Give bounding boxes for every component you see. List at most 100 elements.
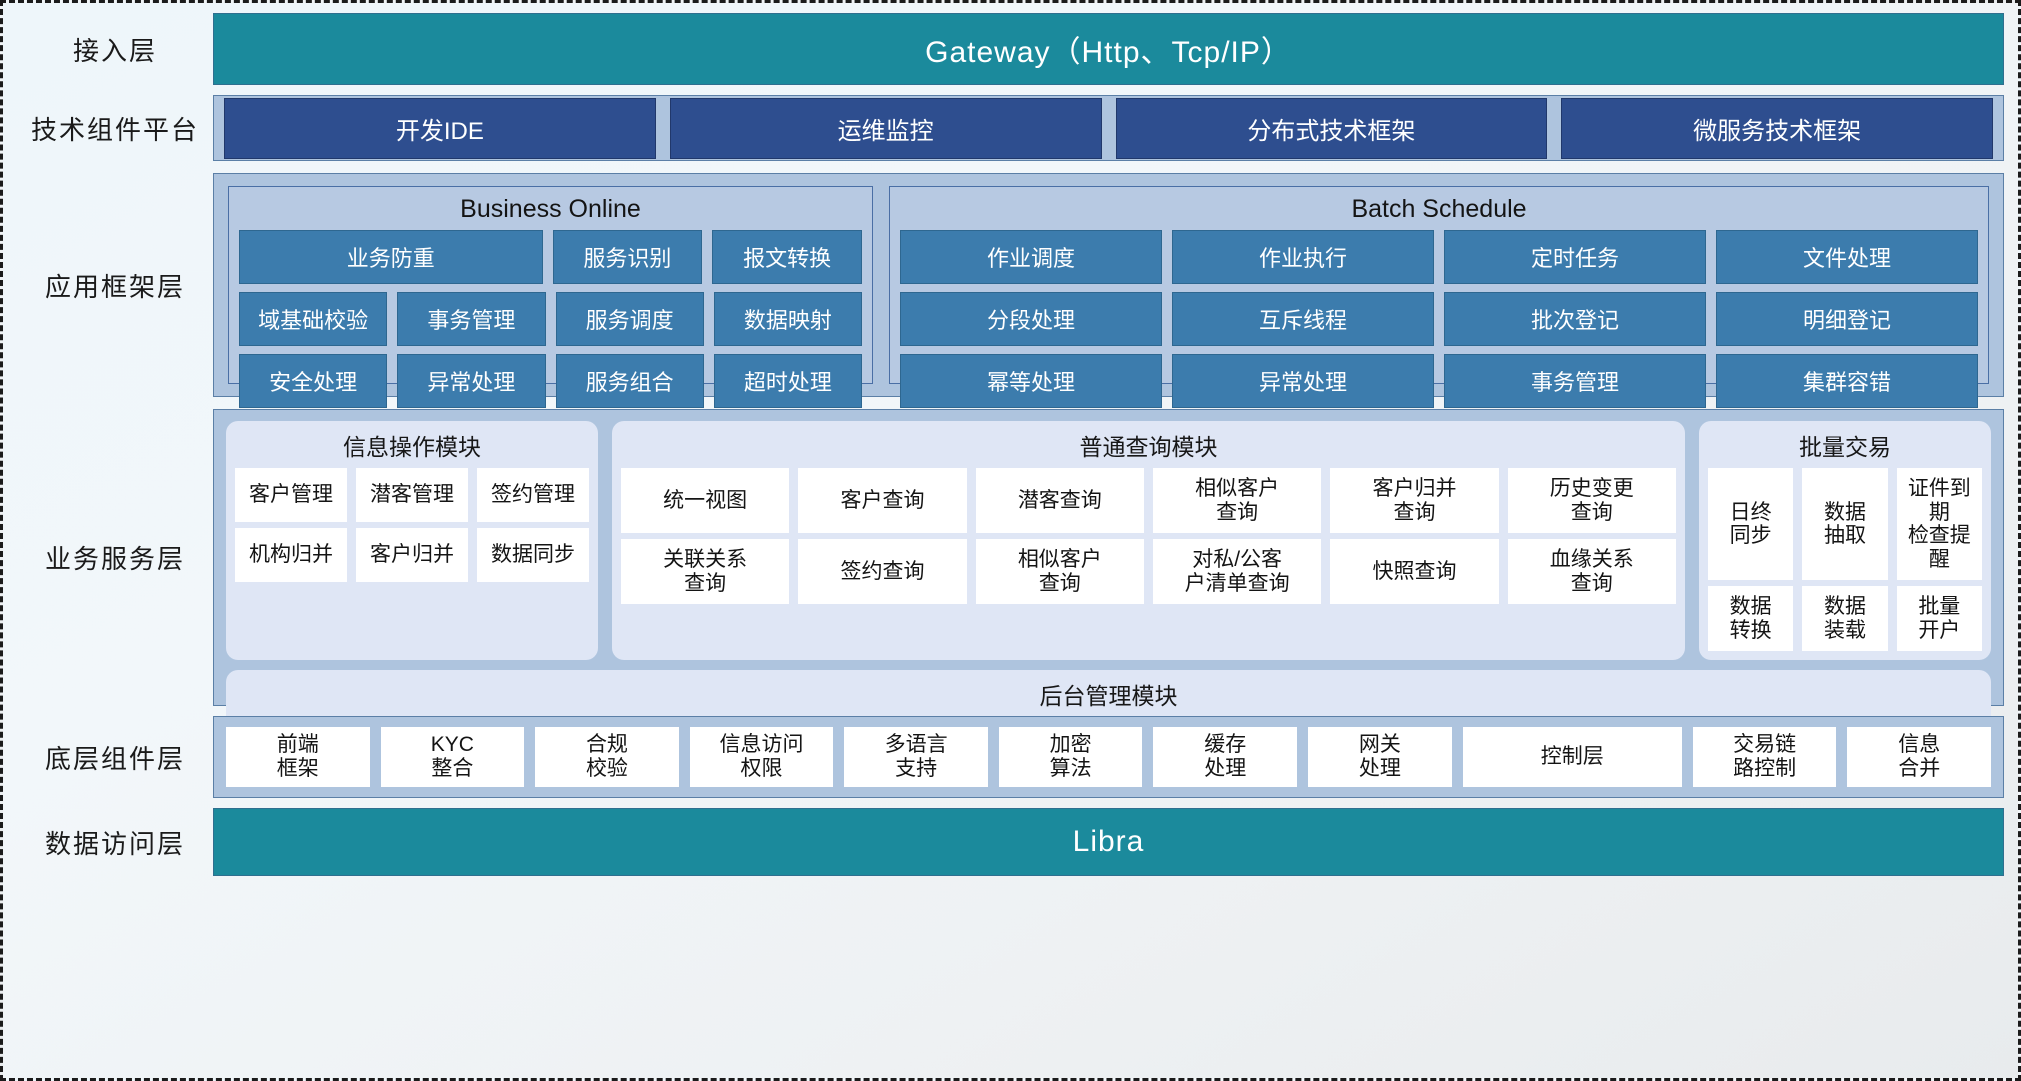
app-cell[interactable]: 幂等处理 [900, 354, 1162, 408]
module-cell[interactable]: 统一视图 [621, 468, 790, 534]
app-cell[interactable]: 服务识别 [552, 230, 703, 284]
app-cell[interactable]: 事务管理 [1444, 354, 1706, 408]
app-row: 分段处理互斥线程批次登记明细登记 [900, 292, 1978, 346]
app-row: 域基础校验事务管理服务调度数据映射 [239, 292, 862, 346]
app-cell[interactable]: 互斥线程 [1172, 292, 1434, 346]
module-cell[interactable]: 历史变更查询 [1507, 468, 1676, 534]
app-group-grid: 作业调度作业执行定时任务文件处理分段处理互斥线程批次登记明细登记幂等处理异常处理… [900, 230, 1978, 408]
tech-chip-3[interactable]: 微服务技术框架 [1561, 97, 1993, 159]
module-title: 信息操作模块 [343, 434, 481, 460]
app-row: 业务防重服务识别报文转换 [239, 230, 862, 284]
app-cell[interactable]: 批次登记 [1444, 292, 1706, 346]
module-cell[interactable]: 快照查询 [1330, 539, 1499, 605]
layer-body-data-access: Libra [213, 808, 2004, 876]
component-cell[interactable]: 交易链路控制 [1692, 727, 1837, 787]
app-cell[interactable]: 异常处理 [397, 354, 546, 408]
tech-chip-1[interactable]: 运维监控 [669, 97, 1102, 159]
component-cell[interactable]: 加密算法 [998, 727, 1143, 787]
app-cell[interactable]: 服务调度 [555, 292, 704, 346]
module-card-info: 信息操作模块客户管理潜客管理签约管理机构归并客户归并数据同步 [226, 421, 598, 661]
module-cell[interactable]: 相似客户查询 [975, 539, 1144, 605]
component-cell[interactable]: 控制层 [1462, 727, 1682, 787]
app-cell[interactable]: 明细登记 [1716, 292, 1978, 346]
module-cell[interactable]: 机构归并 [235, 528, 347, 582]
app-cell[interactable]: 定时任务 [1444, 230, 1706, 284]
app-cell[interactable]: 超时处理 [713, 354, 862, 408]
module-cell[interactable]: 签约查询 [798, 539, 967, 605]
app-group-grid: 业务防重服务识别报文转换域基础校验事务管理服务调度数据映射安全处理异常处理服务组… [239, 230, 862, 408]
component-cell[interactable]: 合规校验 [535, 727, 679, 787]
module-cell[interactable]: 日终同步 [1708, 468, 1794, 581]
component-cell[interactable]: 信息合并 [1847, 727, 1992, 787]
app-cell[interactable]: 分段处理 [900, 292, 1162, 346]
module-row: 数据转换数据装载批量开户 [1708, 586, 1982, 652]
module-cell[interactable]: 数据转换 [1708, 586, 1794, 652]
component-cell[interactable]: 前端框架 [226, 727, 370, 787]
layer-label-access: 接入层 [72, 35, 157, 66]
app-cell[interactable]: 域基础校验 [239, 292, 388, 346]
module-title: 后台管理模块 [1039, 683, 1178, 710]
business-modules-top-row: 信息操作模块客户管理潜客管理签约管理机构归并客户归并数据同步 普通查询模块统一视图… [226, 421, 1991, 661]
app-cell[interactable]: 服务组合 [555, 354, 704, 408]
layer-label-tech-platform: 技术组件平台 [30, 114, 199, 145]
app-row: 作业调度作业执行定时任务文件处理 [900, 230, 1978, 284]
module-cell[interactable]: 关联关系查询 [621, 539, 790, 605]
component-cell[interactable]: 网关处理 [1308, 727, 1452, 787]
module-cell[interactable]: 相似客户查询 [1152, 468, 1322, 534]
app-cell[interactable]: 作业执行 [1172, 230, 1434, 284]
app-row: 安全处理异常处理服务组合超时处理 [239, 354, 862, 408]
module-row: 统一视图客户查询潜客查询相似客户查询客户归并查询历史变更查询 [621, 468, 1676, 534]
app-cell[interactable]: 异常处理 [1172, 354, 1434, 408]
module-card-query: 普通查询模块统一视图客户查询潜客查询相似客户查询客户归并查询历史变更查询关联关系… [612, 421, 1685, 661]
layer-row-business-service: 业务服务层 信息操作模块客户管理潜客管理签约管理机构归并客户归并数据同步普通查询… [17, 409, 2004, 792]
module-cell[interactable]: 对私/公客户清单查询 [1152, 539, 1322, 605]
layer-label-data-access: 数据访问层 [44, 828, 185, 859]
app-cell[interactable]: 业务防重 [239, 230, 543, 284]
app-cell[interactable]: 安全处理 [239, 354, 388, 408]
module-cell[interactable]: 客户归并 [356, 528, 468, 582]
module-row: 机构归并客户归并数据同步 [235, 528, 589, 582]
libra-bar[interactable]: Libra [213, 808, 2004, 876]
module-row: 关联关系查询签约查询相似客户查询对私/公客户清单查询快照查询血缘关系查询 [621, 539, 1676, 605]
layer-row-access: 接入层 Gateway（Http、Tcp/IP） [17, 13, 2004, 85]
app-cell[interactable]: 作业调度 [900, 230, 1162, 284]
component-cell[interactable]: 多语言支持 [844, 727, 988, 787]
module-cell[interactable]: 客户管理 [235, 468, 347, 522]
module-cell[interactable]: 数据抽取 [1802, 468, 1888, 581]
layer-body-access: Gateway（Http、Tcp/IP） [213, 13, 2004, 85]
module-cell[interactable]: 数据同步 [477, 528, 589, 582]
tech-chip-0[interactable]: 开发IDE [224, 97, 656, 159]
app-cell[interactable]: 数据映射 [713, 292, 862, 346]
module-cell[interactable]: 签约管理 [477, 468, 589, 522]
module-cell[interactable]: 客户归并查询 [1330, 468, 1499, 534]
app-group-title: Business Online [460, 195, 641, 223]
module-cell[interactable]: 潜客管理 [356, 468, 468, 522]
module-cell[interactable]: 血缘关系查询 [1507, 539, 1676, 605]
app-cell[interactable]: 事务管理 [397, 292, 546, 346]
module-cell[interactable]: 客户查询 [798, 468, 967, 534]
module-title: 普通查询模块 [1079, 434, 1218, 460]
component-cell[interactable]: 缓存处理 [1153, 727, 1298, 787]
module-cell[interactable]: 批量开户 [1896, 586, 1982, 652]
component-cell[interactable]: 信息访问权限 [689, 727, 834, 787]
layer-row-data-access: 数据访问层 Libra [17, 808, 2004, 876]
business-service-panel: 信息操作模块客户管理潜客管理签约管理机构归并客户归并数据同步 普通查询模块统一视图… [213, 409, 2004, 792]
app-cell[interactable]: 报文转换 [712, 230, 862, 284]
module-cell[interactable]: 数据装载 [1802, 586, 1888, 652]
gateway-bar[interactable]: Gateway（Http、Tcp/IP） [213, 13, 2004, 85]
tech-chip-2[interactable]: 分布式技术框架 [1115, 97, 1548, 159]
module-cell[interactable]: 潜客查询 [975, 468, 1144, 534]
app-cell[interactable]: 集群容错 [1716, 354, 1978, 408]
module-row: 日终同步数据抽取证件到期检查提醒 [1708, 468, 1982, 581]
module-cell[interactable]: 证件到期检查提醒 [1896, 468, 1982, 581]
app-group-title: Batch Schedule [1351, 195, 1527, 223]
app-cell[interactable]: 文件处理 [1716, 230, 1978, 284]
